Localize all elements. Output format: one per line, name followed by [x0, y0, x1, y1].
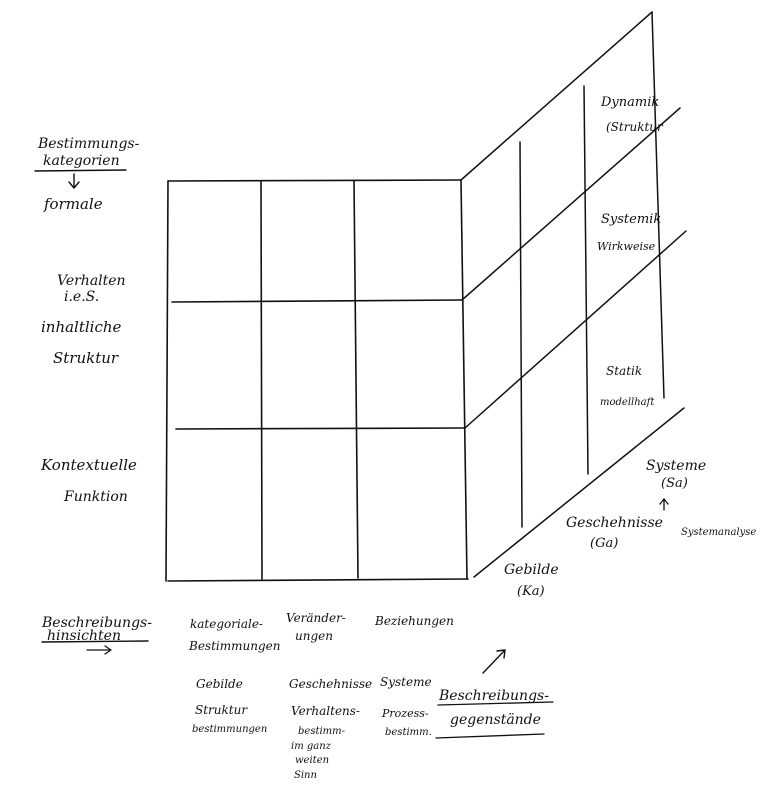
- left-label-verhalten-line1: Verhalten: [57, 273, 126, 289]
- bottom-verhalten-line4: weiten: [295, 755, 329, 766]
- side-face-bottom-edge: [473, 407, 685, 578]
- side-face-back-edge: [651, 11, 665, 399]
- bottom-struktur-line1: Struktur: [195, 703, 248, 717]
- side-face-top-edge: [460, 11, 653, 181]
- side-label-dynamik-line1: Dynamik: [600, 95, 659, 110]
- left-label-kontextuelle: Kontextuelle: [40, 456, 137, 474]
- depth-label-systeme-line1: Systeme: [646, 458, 706, 474]
- side-face-labels: Dynamik (Struktur Systemik Wirkweise Sta…: [597, 95, 664, 408]
- front-grid-col-line-2: [353, 180, 359, 579]
- bottom-struktur-line2: bestimmungen: [192, 724, 267, 735]
- left-label-verhalten-line2: i.e.S.: [64, 289, 99, 305]
- depth-systeme-arrow: [659, 498, 669, 511]
- side-label-statik-line2: modellhaft: [600, 397, 655, 408]
- bottom-labels: Beschreibungs- hinsichten kategoriale- B…: [41, 611, 554, 781]
- bottom-diagonal-arrow: [482, 649, 506, 674]
- bottom-verhalten-line5: Sinn: [294, 770, 317, 781]
- depth-label-gebilde-line1: Gebilde: [504, 562, 559, 578]
- bottom-verhalten-line1: Verhaltens-: [291, 704, 360, 718]
- bottom-header-underline: [41, 640, 149, 643]
- depth-label-geschehnisse-line2: (Ga): [590, 536, 618, 551]
- bottom-verhalten-line3: im ganz: [291, 741, 332, 752]
- side-label-dynamik-line2: (Struktur: [606, 120, 664, 134]
- left-header-line1: Bestimmungs-: [37, 136, 140, 152]
- side-label-statik-line1: Statik: [606, 364, 642, 378]
- front-grid-bottom-edge: [167, 578, 469, 582]
- left-label-formal: formale: [43, 195, 103, 213]
- bottom-gegenstaende-line2: gegenstände: [450, 712, 541, 728]
- front-grid-row-line-1: [171, 299, 463, 303]
- bottom-gegenstaende-underline-2: [435, 733, 545, 739]
- left-label-inhaltliche: inhaltliche: [41, 318, 122, 336]
- bottom-verhalten-line2: bestimm-: [298, 726, 346, 737]
- left-label-funktion: Funktion: [63, 489, 128, 505]
- side-label-systemik-line1: Systemik: [601, 212, 661, 227]
- side-face-depth-line-1: [519, 141, 523, 528]
- bottom-header-right-arrow: [86, 645, 112, 655]
- left-header-underline: [34, 169, 127, 172]
- bottom-col3: Beziehungen: [374, 614, 454, 628]
- depth-label-geschehnisse-line1: Geschehnisse: [566, 515, 663, 531]
- left-header-line2: kategorien: [43, 153, 120, 169]
- side-label-systemik-line2: Wirkweise: [597, 240, 656, 253]
- left-header-down-arrow: [68, 173, 80, 189]
- bottom-col1-line1: kategoriale-: [190, 617, 263, 631]
- bottom-prozess-line1: Prozess-: [381, 707, 429, 720]
- left-label-struktur: Struktur: [53, 349, 119, 367]
- bottom-row-systeme: Systeme: [380, 675, 432, 689]
- side-face-depth-line-2: [583, 85, 589, 475]
- front-grid-left-edge: [165, 180, 169, 582]
- bottom-prozess-line2: bestimm.: [385, 727, 432, 738]
- depth-label-systeme-line2: (Sa): [661, 476, 688, 491]
- bottom-gegenstaende-underline-1: [437, 701, 554, 706]
- bottom-col1-line2: Bestimmungen: [188, 639, 280, 653]
- bottom-header-line2: hinsichten: [47, 628, 121, 644]
- front-grid: [165, 179, 469, 582]
- bottom-col2-line1: Veränder-: [286, 611, 346, 625]
- front-grid-top-edge: [167, 179, 462, 182]
- side-face-row-line-1: [461, 107, 681, 301]
- front-grid-row-line-2: [175, 427, 466, 430]
- depth-label-systemanalyse: Systemanalyse: [681, 527, 756, 538]
- left-labels: Bestimmungs- kategorien formale Verhalte…: [34, 136, 140, 505]
- depth-labels: Systeme (Sa) Systemanalyse Geschehnisse …: [504, 458, 756, 599]
- depth-label-gebilde-line2: (Ka): [517, 584, 545, 599]
- side-face: [460, 11, 687, 578]
- front-grid-right-edge: [460, 179, 468, 580]
- bottom-gegenstaende-line1: Beschreibungs-: [438, 688, 549, 704]
- front-grid-col-line-1: [260, 181, 263, 580]
- bottom-row-gebilde: Gebilde: [196, 677, 243, 691]
- bottom-col2-line2: ungen: [295, 629, 333, 643]
- side-face-row-line-2: [464, 230, 687, 429]
- bottom-row-geschehnisse: Geschehnisse: [289, 677, 372, 691]
- bottom-header-line1: Beschreibungs-: [41, 615, 152, 631]
